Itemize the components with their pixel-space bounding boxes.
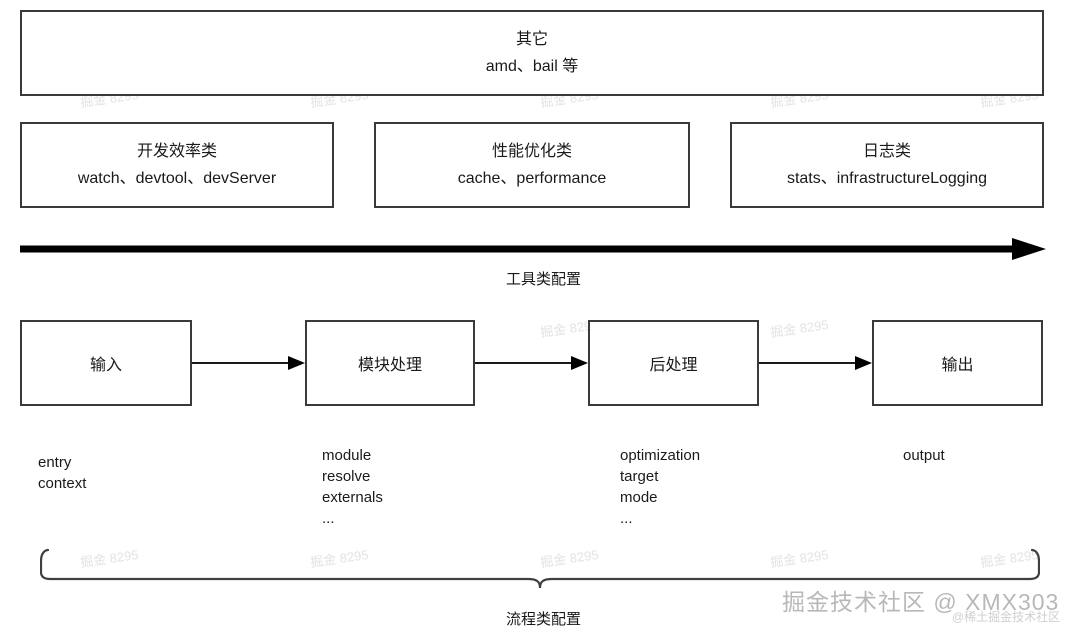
option-item: module bbox=[322, 447, 372, 464]
option-item: resolve bbox=[322, 468, 371, 485]
option-item: output bbox=[903, 447, 945, 464]
other-config-items: amd、bail 等 bbox=[485, 58, 579, 75]
flow-arrow-icon bbox=[192, 356, 305, 370]
watermark-main: 掘金技术社区 @ XMX303 bbox=[782, 589, 1060, 615]
category-heading: 性能优化类 bbox=[491, 142, 572, 160]
option-item: mode bbox=[620, 489, 658, 506]
option-item: entry bbox=[38, 454, 72, 471]
category-box-dev-efficiency: 开发效率类 watch、devtool、devServer bbox=[20, 122, 334, 208]
category-box-performance: 性能优化类 cache、performance bbox=[374, 122, 690, 208]
tooling-arrow-label: 工具类配置 bbox=[505, 271, 581, 288]
watermark-sub: @稀土掘金技术社区 bbox=[952, 610, 1061, 624]
flow-arrow-icon bbox=[475, 356, 588, 370]
other-config-box: 其它 amd、bail 等 bbox=[20, 10, 1044, 96]
option-item-ellipsis: ... bbox=[620, 510, 633, 527]
option-list-output: output bbox=[903, 445, 945, 466]
other-config-heading: 其它 bbox=[515, 30, 548, 48]
category-items: watch、devtool、devServer bbox=[77, 170, 277, 187]
option-list-input: entry context bbox=[38, 452, 86, 494]
option-item: optimization bbox=[620, 447, 701, 464]
flow-brace-label: 流程类配置 bbox=[505, 611, 581, 628]
category-heading: 日志类 bbox=[862, 142, 911, 160]
category-heading: 开发效率类 bbox=[136, 142, 217, 160]
option-item-ellipsis: ... bbox=[322, 510, 335, 527]
tooling-arrow-icon bbox=[20, 238, 1046, 260]
category-items: stats、infrastructureLogging bbox=[786, 170, 988, 187]
watermark-tile: 掘金 8295 bbox=[769, 316, 830, 340]
flow-stage-post-processing: 后处理 bbox=[588, 320, 759, 406]
flow-stage-output: 输出 bbox=[872, 320, 1043, 406]
category-items: cache、performance bbox=[457, 170, 607, 187]
flow-brace-icon bbox=[40, 548, 1040, 589]
flow-stage-module-processing: 模块处理 bbox=[305, 320, 475, 406]
option-list-module: module resolve externals ... bbox=[322, 445, 383, 529]
option-item: externals bbox=[322, 489, 383, 506]
category-box-logging: 日志类 stats、infrastructureLogging bbox=[730, 122, 1044, 208]
option-item: target bbox=[620, 468, 659, 485]
flow-stage-input: 输入 bbox=[20, 320, 192, 406]
option-list-post-processing: optimization target mode ... bbox=[620, 445, 700, 529]
option-item: context bbox=[38, 475, 87, 492]
flow-arrow-icon bbox=[759, 356, 872, 370]
